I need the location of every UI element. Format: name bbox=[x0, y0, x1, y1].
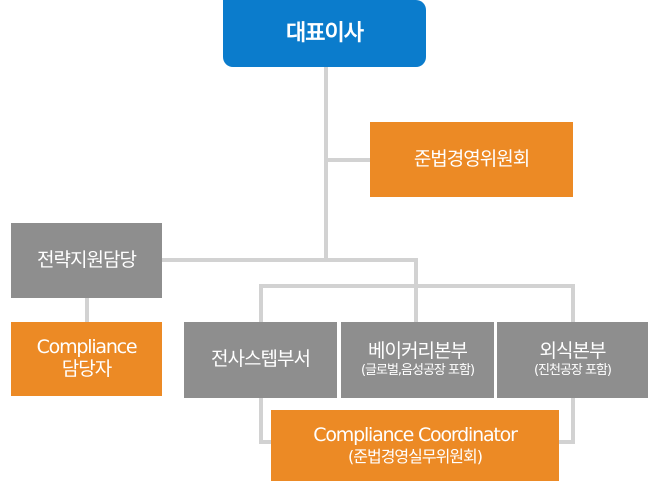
connector-coordinator-left bbox=[259, 398, 263, 444]
node-compliance-officer: Compliance 담당자 bbox=[11, 322, 162, 396]
node-foodservice-hq-sublabel: (진천공장 포함) bbox=[533, 363, 612, 379]
connector-coordinator-left-h bbox=[259, 440, 273, 444]
node-ceo-label: 대표이사 bbox=[286, 20, 364, 46]
node-bakery-hq-label: 베이커리본부 bbox=[368, 340, 468, 363]
connector-strategy-horizontal bbox=[162, 258, 418, 262]
node-foodservice-hq-label: 외식본부 bbox=[539, 340, 607, 363]
connector-ceo-trunk bbox=[324, 67, 328, 262]
node-staff-dept: 전사스텝부서 bbox=[184, 322, 337, 398]
node-compliance-coordinator: Compliance Coordinator (준법경영실무위원회) bbox=[271, 410, 559, 481]
connector-divisions-bar bbox=[259, 284, 575, 288]
node-bakery-hq-sublabel: (글로벌,음성공장 포함) bbox=[360, 363, 475, 379]
connector-strategy-officer bbox=[85, 298, 89, 322]
node-ceo: 대표이사 bbox=[223, 0, 426, 67]
node-compliance-committee: 준법경영위원회 bbox=[370, 122, 573, 197]
node-foodservice-hq: 외식본부 (진천공장 포함) bbox=[497, 322, 648, 398]
connector-divisions-drop bbox=[414, 258, 418, 322]
connector-staff-drop bbox=[259, 284, 263, 322]
node-compliance-coordinator-sublabel: (준법경영실무위원회) bbox=[348, 446, 483, 466]
node-compliance-committee-label: 준법경영위원회 bbox=[413, 147, 530, 170]
node-compliance-officer-sublabel: 담당자 bbox=[61, 358, 112, 380]
connector-foodservice-drop bbox=[571, 284, 575, 322]
node-bakery-hq: 베이커리본부 (글로벌,음성공장 포함) bbox=[341, 322, 494, 398]
node-compliance-officer-label: Compliance bbox=[36, 336, 138, 359]
connector-committee bbox=[324, 158, 370, 162]
node-strategy-support-label: 전략지원담당 bbox=[37, 248, 137, 271]
connector-coordinator-right bbox=[571, 398, 575, 444]
node-compliance-coordinator-label: Compliance Coordinator bbox=[313, 423, 518, 446]
node-staff-dept-label: 전사스텝부서 bbox=[211, 348, 311, 371]
node-strategy-support: 전략지원담당 bbox=[11, 223, 162, 298]
connector-coordinator-right-h bbox=[557, 440, 575, 444]
